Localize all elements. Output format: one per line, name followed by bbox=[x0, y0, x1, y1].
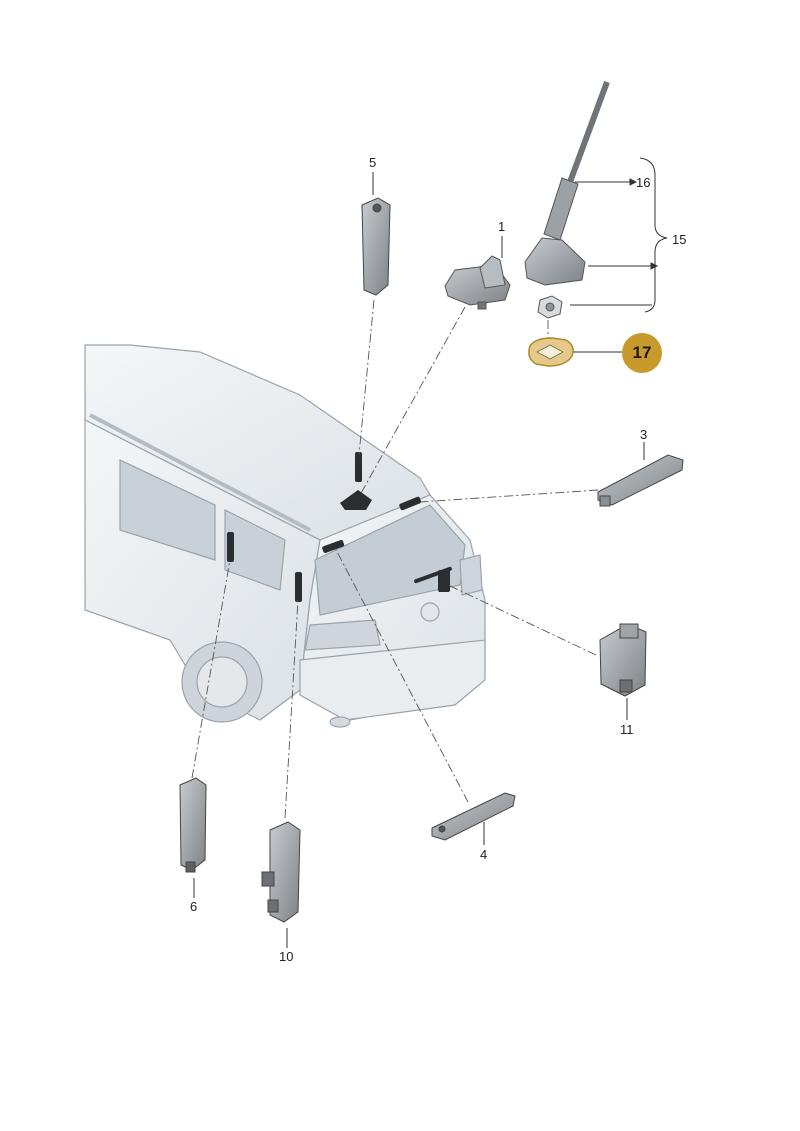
module-11-top bbox=[619, 623, 639, 639]
callout-16: 16 bbox=[636, 175, 651, 190]
car-logo bbox=[420, 602, 440, 622]
mount-module-4 bbox=[322, 539, 345, 553]
car-mounted-parts bbox=[227, 452, 452, 602]
part-6-antenna-module bbox=[179, 777, 207, 873]
leader-6 bbox=[191, 559, 231, 779]
callout-17-badge: 17 bbox=[622, 333, 662, 373]
module-3-body bbox=[597, 454, 684, 506]
module-4-body bbox=[431, 792, 516, 841]
part-3-antenna-module bbox=[597, 454, 684, 507]
mount-wiper bbox=[414, 566, 452, 584]
module-5-connector bbox=[372, 203, 382, 213]
solid-leaders bbox=[193, 157, 668, 948]
leader-15-arrow bbox=[650, 262, 659, 270]
car-side-window bbox=[224, 509, 286, 591]
car-exhaust bbox=[329, 716, 351, 728]
antenna-base bbox=[524, 237, 586, 286]
leader-3 bbox=[419, 489, 599, 503]
leader-11 bbox=[447, 584, 597, 656]
nut-hole bbox=[545, 302, 555, 312]
leader-16-arrow bbox=[629, 178, 638, 186]
callout-5: 5 bbox=[369, 155, 377, 170]
mount-module-5 bbox=[355, 452, 362, 482]
car-side-window bbox=[119, 459, 216, 561]
vehicle-illustration bbox=[84, 344, 486, 728]
car-tail-light bbox=[459, 554, 483, 596]
shark-fin-top bbox=[479, 255, 506, 289]
car-roof-rail bbox=[89, 413, 311, 532]
mount-module-3 bbox=[399, 496, 422, 511]
car-tail-light bbox=[304, 619, 381, 651]
part-1-shark-fin-antenna bbox=[444, 255, 511, 310]
module-10-body bbox=[269, 821, 301, 923]
callout-10: 10 bbox=[279, 949, 294, 964]
part-11-antenna-amplifier bbox=[599, 623, 647, 697]
module-10-plug bbox=[261, 871, 275, 887]
module-4-connector bbox=[438, 825, 446, 833]
part-4-antenna-module bbox=[431, 792, 516, 841]
module-11-plug bbox=[619, 679, 633, 693]
callout-3: 3 bbox=[640, 427, 648, 442]
antenna-rod bbox=[567, 80, 610, 184]
car-rear-bumper bbox=[299, 639, 486, 721]
antenna-nut bbox=[537, 295, 563, 319]
mount-module-10 bbox=[295, 572, 302, 602]
leader-10 bbox=[284, 599, 299, 819]
callout-6: 6 bbox=[190, 899, 198, 914]
part-15-rod-antenna bbox=[524, 80, 610, 286]
part-17-gasket bbox=[528, 337, 574, 367]
module-10-plug-lower bbox=[267, 899, 279, 913]
part-5-antenna-module bbox=[361, 197, 391, 296]
mount-shark-fin bbox=[340, 490, 372, 510]
callout-11: 11 bbox=[620, 722, 634, 737]
shark-fin-stud bbox=[477, 301, 487, 310]
bracket-15 bbox=[639, 157, 668, 313]
mount-module-11 bbox=[438, 570, 450, 592]
callout-15: 15 bbox=[672, 232, 687, 247]
leader-4 bbox=[334, 547, 469, 803]
car-wheel-rim bbox=[196, 656, 248, 708]
callout-4: 4 bbox=[480, 847, 488, 862]
gasket-center bbox=[536, 344, 564, 360]
leader-1 bbox=[359, 306, 466, 496]
part-10-antenna-amplifier bbox=[261, 821, 301, 923]
mount-module-6 bbox=[227, 532, 234, 562]
callout-1: 1 bbox=[498, 219, 506, 234]
module-6-body bbox=[179, 777, 207, 871]
module-3-tab bbox=[599, 495, 611, 507]
leader-5 bbox=[358, 299, 375, 456]
leader-lines bbox=[191, 299, 599, 819]
module-6-pins bbox=[185, 861, 196, 873]
antenna-rod-neck bbox=[543, 177, 579, 241]
module-5-body bbox=[361, 197, 391, 296]
